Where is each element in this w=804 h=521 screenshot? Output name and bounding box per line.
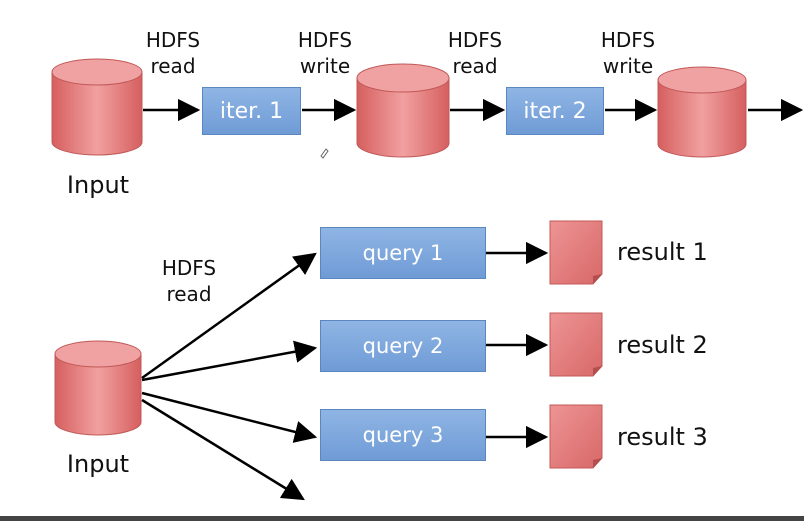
intermediate-cylinder-1 <box>356 63 450 158</box>
arrow-to-more <box>141 398 305 501</box>
arrow-to-query-3 <box>141 391 318 443</box>
hdfs-read-label-1-line2: read <box>150 54 196 78</box>
result-doc-1 <box>549 220 603 285</box>
hdfs-write-label-1: HDFS write <box>285 30 365 82</box>
result-label-2: result 2 <box>617 331 708 359</box>
input-cylinder-top <box>51 58 143 156</box>
result-label-3: result 3 <box>617 423 708 451</box>
result-doc-3 <box>549 404 603 469</box>
hdfs-read-label-bottom-line2: read <box>166 282 212 306</box>
input-cylinder-bottom <box>54 340 142 436</box>
query-box-1: query 1 <box>320 227 486 279</box>
hdfs-read-label-1-line1: HDFS <box>145 28 201 52</box>
hdfs-read-label-2: HDFS read <box>435 30 515 82</box>
input-label-top: Input <box>66 171 130 199</box>
hdfs-read-label-1: HDFS read <box>133 30 213 82</box>
query-box-1-label: query 1 <box>362 241 444 265</box>
query-box-2-label: query 2 <box>362 334 444 358</box>
pen-cursor-icon <box>320 148 329 159</box>
hdfs-write-label-1-line1: HDFS <box>297 28 353 52</box>
hdfs-read-label-bottom: HDFS read <box>149 258 229 310</box>
result-doc-2 <box>549 312 603 377</box>
query-box-3-label: query 3 <box>362 423 444 447</box>
arrow-to-query-2 <box>141 340 318 382</box>
iteration-box-1: iter. 1 <box>202 87 301 135</box>
hdfs-read-label-bottom-line1: HDFS <box>161 256 217 280</box>
query-box-2: query 2 <box>320 320 486 372</box>
hdfs-read-label-2-line2: read <box>452 54 498 78</box>
input-label-bottom: Input <box>66 450 130 478</box>
result-label-1: result 1 <box>617 238 708 266</box>
iteration-box-1-label: iter. 1 <box>219 98 284 124</box>
hdfs-write-label-2: HDFS write <box>588 30 668 82</box>
intermediate-cylinder-2 <box>657 66 747 158</box>
hdfs-read-label-2-line1: HDFS <box>447 28 503 52</box>
arrow-to-query-1 <box>141 252 317 380</box>
iteration-box-2: iter. 2 <box>506 87 604 135</box>
query-box-3: query 3 <box>320 409 486 461</box>
iteration-box-2-label: iter. 2 <box>523 98 587 124</box>
hdfs-write-label-2-line2: write <box>602 54 654 78</box>
window-bottom-edge <box>0 516 804 521</box>
hdfs-write-label-1-line2: write <box>299 54 351 78</box>
hdfs-write-label-2-line1: HDFS <box>600 28 656 52</box>
